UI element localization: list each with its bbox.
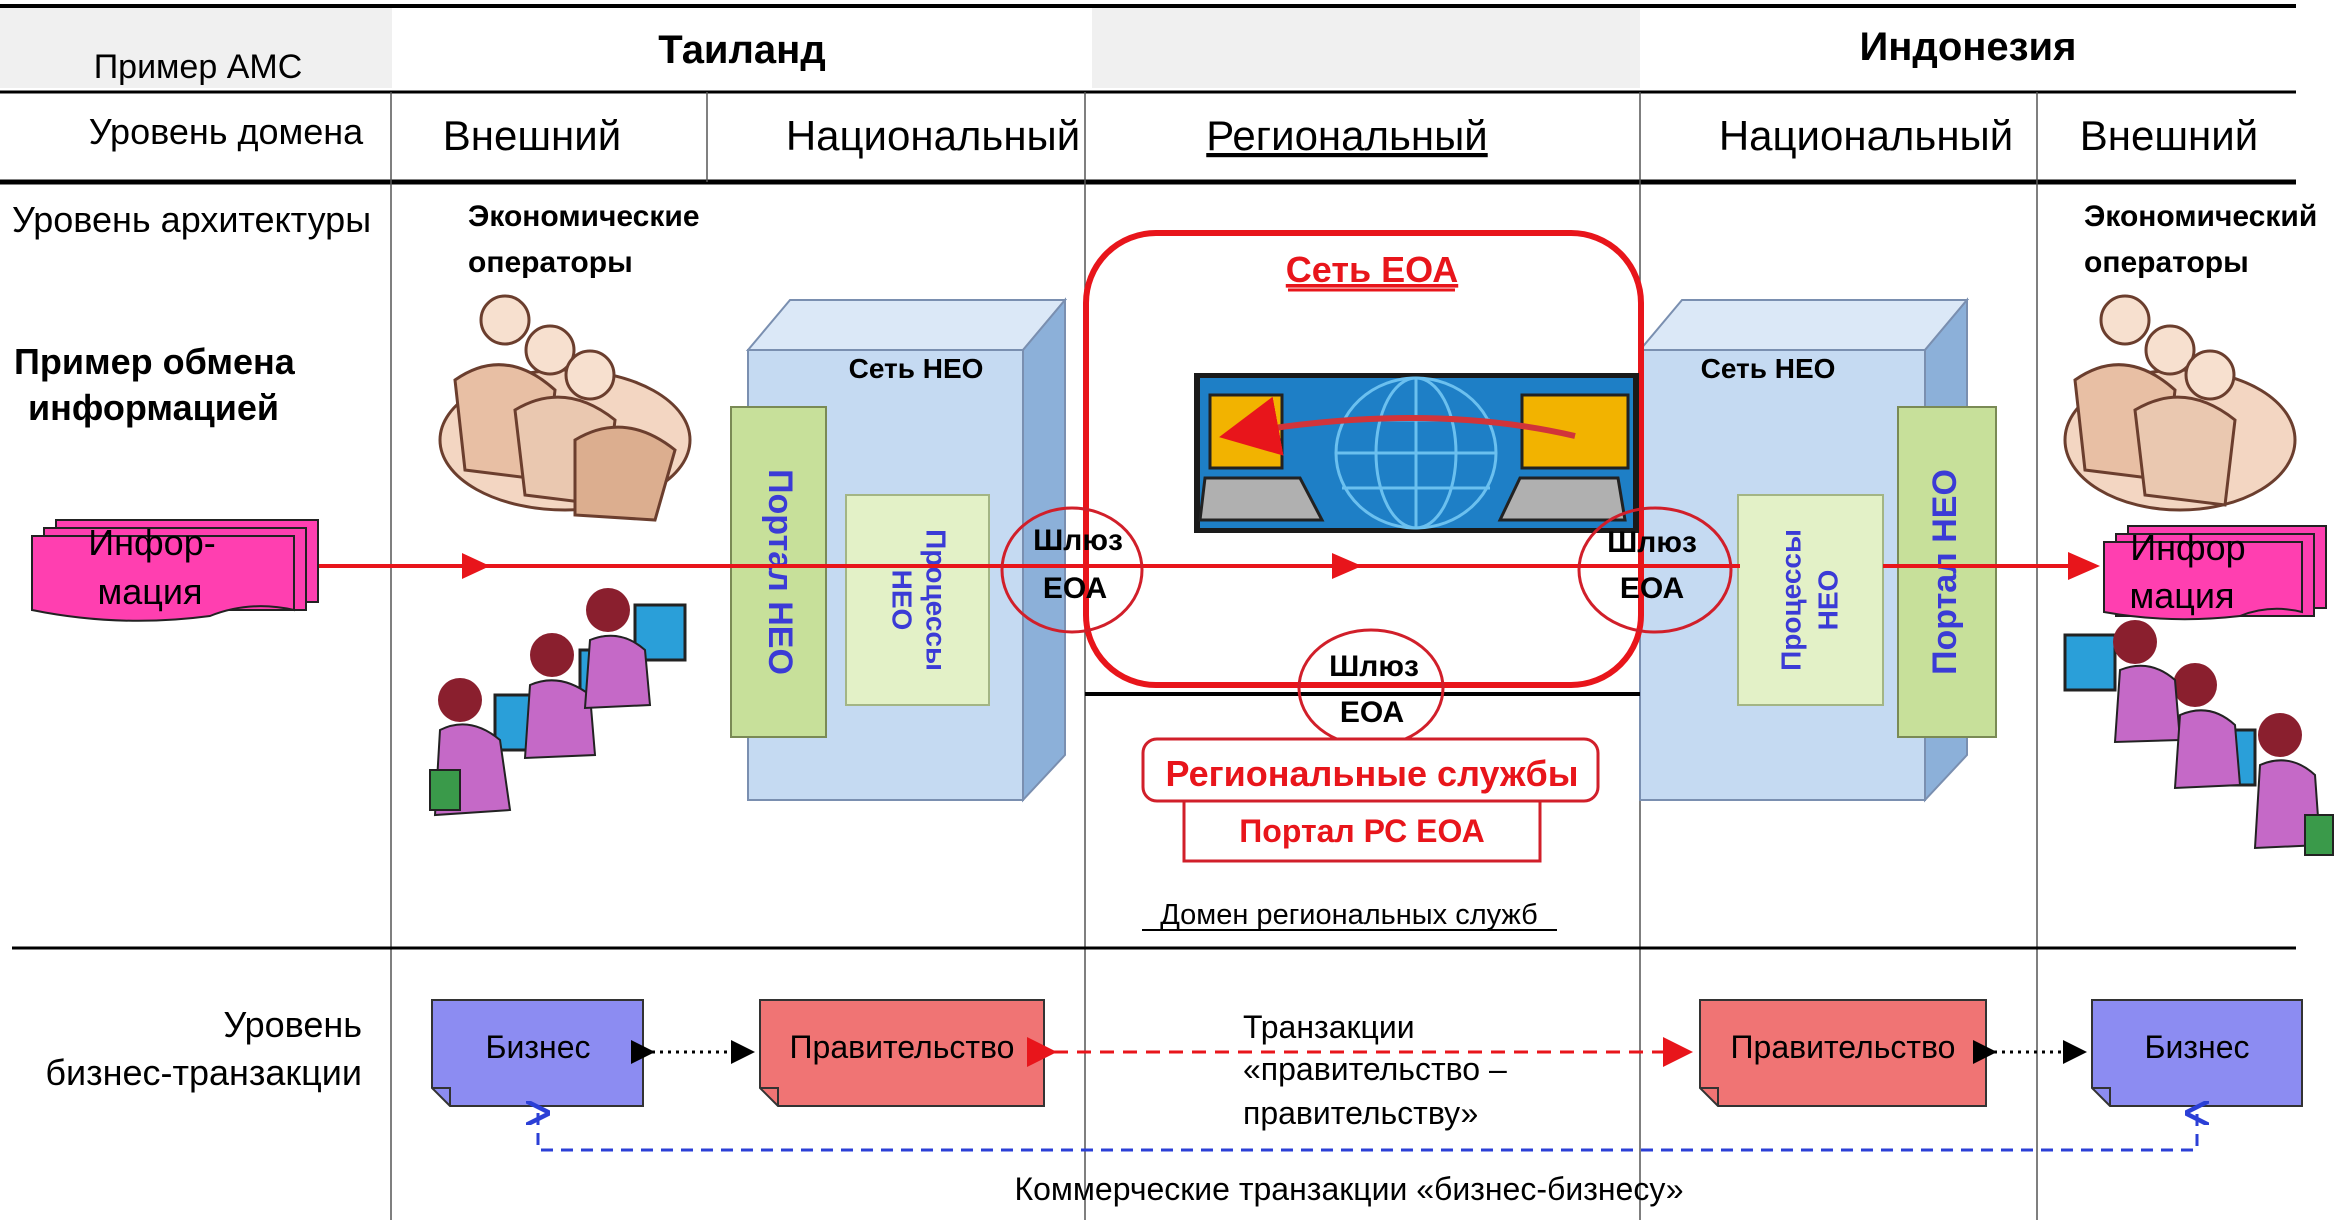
domain-national-left: Национальный	[786, 112, 1080, 159]
operators-right-line2: операторы	[2084, 246, 2249, 279]
portal-rs-label: Портал РС ЕОА	[1239, 813, 1484, 849]
domain-row: Уровень домена Внешний Национальный Реги…	[89, 111, 2258, 159]
exchange-example-line1: Пример обмена	[14, 341, 296, 382]
b2b-label: Коммерческие транзакции «бизнес-бизнесу»	[1014, 1171, 1683, 1207]
exchange-example-line2: информацией	[28, 387, 279, 428]
b2b-link	[538, 1113, 2197, 1152]
business-level-line2: бизнес-транзакции	[45, 1052, 362, 1093]
neo-processes-left-line2: НЕО	[887, 570, 918, 631]
operators-left-line1: Экономические	[468, 200, 700, 233]
domain-external-right: Внешний	[2080, 112, 2258, 159]
architecture-level-label: Уровень архитектуры	[12, 199, 371, 240]
info-right-line1: Инфор	[2130, 527, 2245, 568]
eoa-network-label: Сеть ЕОА	[1286, 249, 1458, 290]
computer-users-icon	[2063, 620, 2334, 856]
gateway-bottom-line1: Шлюз	[1329, 650, 1419, 683]
info-left-line2: мация	[98, 571, 203, 612]
gateway-left-line2: ЕОА	[1043, 572, 1107, 605]
operators-left-line2: операторы	[468, 246, 633, 279]
regional-domain-label: Домен региональных служб	[1160, 899, 1538, 931]
g2g-line2: «правительство –	[1243, 1051, 1507, 1087]
neo-portal-left	[730, 406, 827, 738]
info-document-right	[2103, 525, 2327, 621]
regional-services-label: Региональные службы	[1166, 753, 1579, 794]
government-left-label: Правительство	[790, 1029, 1015, 1065]
header-row: Пример АМС Таиланд Индонезия	[0, 4, 2296, 185]
domain-national-right: Национальный	[1719, 112, 2013, 159]
business-left-label: Бизнес	[485, 1029, 590, 1065]
globe-network-icon	[1194, 373, 1639, 533]
business-level-line1: Уровень	[223, 1004, 362, 1045]
flow-arrowhead	[1332, 553, 1362, 579]
neo-portal-right-label: Портал НЕО	[1926, 469, 1964, 675]
ams-example-label: Пример АМС	[94, 48, 303, 86]
g2g-line1: Транзакции	[1243, 1009, 1415, 1045]
gateway-right-line2: ЕОА	[1620, 572, 1684, 605]
computer-users-icon	[429, 588, 687, 817]
country-thailand: Таиланд	[658, 28, 825, 72]
portal-rs-box	[1182, 799, 1542, 863]
domain-level-label: Уровень домена	[89, 111, 364, 152]
business-right-label: Бизнес	[2144, 1029, 2249, 1065]
gateway-left-line1: Шлюз	[1033, 524, 1123, 557]
neo-processes-left	[845, 494, 990, 706]
eoa-gateway-right	[1577, 506, 1733, 634]
neo-network-right-label: Сеть НЕО	[1701, 353, 1836, 384]
flow-arrowhead	[462, 553, 490, 579]
info-left-line1: Инфор-	[88, 522, 215, 563]
neo-processes-left-line1: Процессы	[921, 529, 952, 671]
neo-portal-right	[1897, 406, 1997, 738]
info-document-left	[31, 519, 319, 622]
flow-arrowhead	[2068, 552, 2100, 580]
government-right-label: Правительство	[1731, 1029, 1956, 1065]
neo-processes-right	[1737, 494, 1884, 706]
business-people-icon	[438, 294, 692, 522]
domain-regional: Региональный	[1206, 112, 1487, 159]
g2g-line3: правительству»	[1243, 1095, 1478, 1131]
country-indonesia: Индонезия	[1860, 25, 2077, 69]
eoa-gateway-left	[1000, 506, 1144, 634]
domain-external-left: Внешний	[443, 112, 621, 159]
neo-processes-right-line1: Процессы	[1775, 529, 1806, 671]
neo-network-left-label: Сеть НЕО	[849, 353, 984, 384]
business-people-icon	[2063, 294, 2297, 512]
neo-processes-right-line2: НЕО	[1812, 570, 1843, 631]
gateway-right-line1: Шлюз	[1607, 526, 1697, 559]
operators-right-line1: Экономический	[2084, 200, 2317, 233]
neo-portal-left-label: Портал НЕО	[761, 469, 799, 675]
info-right-line2: мация	[2130, 575, 2235, 616]
gateway-bottom-line2: ЕОА	[1340, 696, 1404, 729]
